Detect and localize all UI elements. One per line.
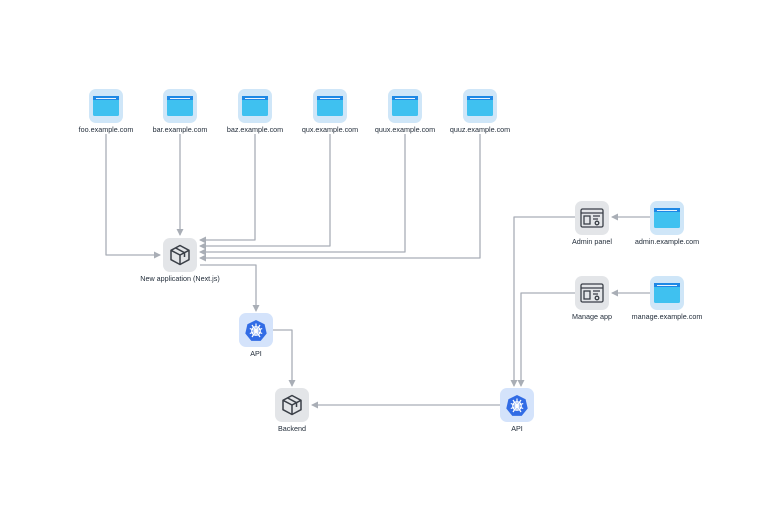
node-label: admin.example.com xyxy=(634,237,700,246)
browser-window-icon xyxy=(650,201,684,235)
browser-window-icon xyxy=(313,89,347,123)
edge-qux-to-newapp xyxy=(199,134,331,250)
edge-foo-to-newapp xyxy=(105,134,161,259)
node-manage-site[interactable]: manage.example.com xyxy=(607,276,727,322)
cube-icon xyxy=(163,238,197,272)
node-label: Manage app xyxy=(572,312,612,321)
node-backend[interactable]: Backend xyxy=(232,388,352,434)
edge-quux-to-newapp xyxy=(199,134,406,256)
kubernetes-icon xyxy=(500,388,534,422)
node-label: quux.example.com xyxy=(374,125,436,134)
node-label: Admin panel xyxy=(572,237,612,246)
node-bar[interactable]: bar.example.com xyxy=(120,89,240,135)
app-window-icon xyxy=(575,276,609,310)
node-label: API xyxy=(511,424,523,433)
browser-window-icon xyxy=(650,276,684,310)
node-new-application[interactable]: New application (Next.js) xyxy=(120,238,240,284)
node-label: bar.example.com xyxy=(152,125,208,134)
node-qux[interactable]: qux.example.com xyxy=(270,89,390,135)
node-label: qux.example.com xyxy=(301,125,359,134)
node-baz[interactable]: baz.example.com xyxy=(195,89,315,135)
node-manage-app[interactable]: Manage app xyxy=(532,276,652,322)
cube-icon xyxy=(275,388,309,422)
browser-window-icon xyxy=(163,89,197,123)
node-label: API xyxy=(250,349,262,358)
edge-manageapp-to-api2 xyxy=(517,292,575,387)
node-label: manage.example.com xyxy=(631,312,703,321)
node-label: quuz.example.com xyxy=(449,125,511,134)
kubernetes-icon xyxy=(239,313,273,347)
browser-window-icon xyxy=(463,89,497,123)
edge-adminpanel-to-api2 xyxy=(510,216,575,387)
node-label: foo.example.com xyxy=(78,125,134,134)
node-admin-site[interactable]: admin.example.com xyxy=(607,201,727,247)
node-quux[interactable]: quux.example.com xyxy=(345,89,465,135)
browser-window-icon xyxy=(89,89,123,123)
edge-baz-to-newapp xyxy=(199,134,256,244)
browser-window-icon xyxy=(388,89,422,123)
node-label: New application (Next.js) xyxy=(140,274,220,283)
node-label: baz.example.com xyxy=(226,125,284,134)
browser-window-icon xyxy=(238,89,272,123)
node-api-left[interactable]: API xyxy=(196,313,316,359)
node-api-right[interactable]: API xyxy=(457,388,577,434)
edge-quuz-to-newapp xyxy=(199,134,481,262)
node-quuz[interactable]: quuz.example.com xyxy=(420,89,540,135)
edge-api-to-backend xyxy=(273,329,296,387)
node-foo[interactable]: foo.example.com xyxy=(46,89,166,135)
node-admin-panel[interactable]: Admin panel xyxy=(532,201,652,247)
edge-newapp-to-api xyxy=(200,264,260,312)
node-label: Backend xyxy=(278,424,306,433)
app-window-icon xyxy=(575,201,609,235)
